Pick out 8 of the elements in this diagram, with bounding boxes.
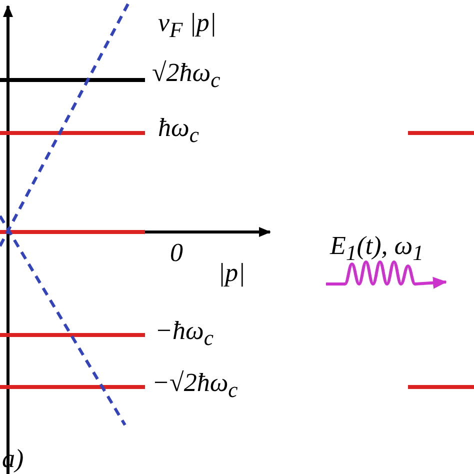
axis-label: v$_{F}$ |p| (158, 10, 217, 42)
axis-label: 0 (170, 240, 183, 266)
level-label: −ħω$_{c}$ (155, 318, 214, 350)
level-label: √2ħω$_{c}$ (152, 60, 220, 92)
level-label: −√2ħω$_{c}$ (152, 370, 238, 402)
level-label: ħω$_{c}$ (158, 115, 199, 147)
field-label: E$_{1}$(t), ω$_{1}$ (330, 233, 424, 265)
axis-label: |p| (218, 260, 246, 286)
